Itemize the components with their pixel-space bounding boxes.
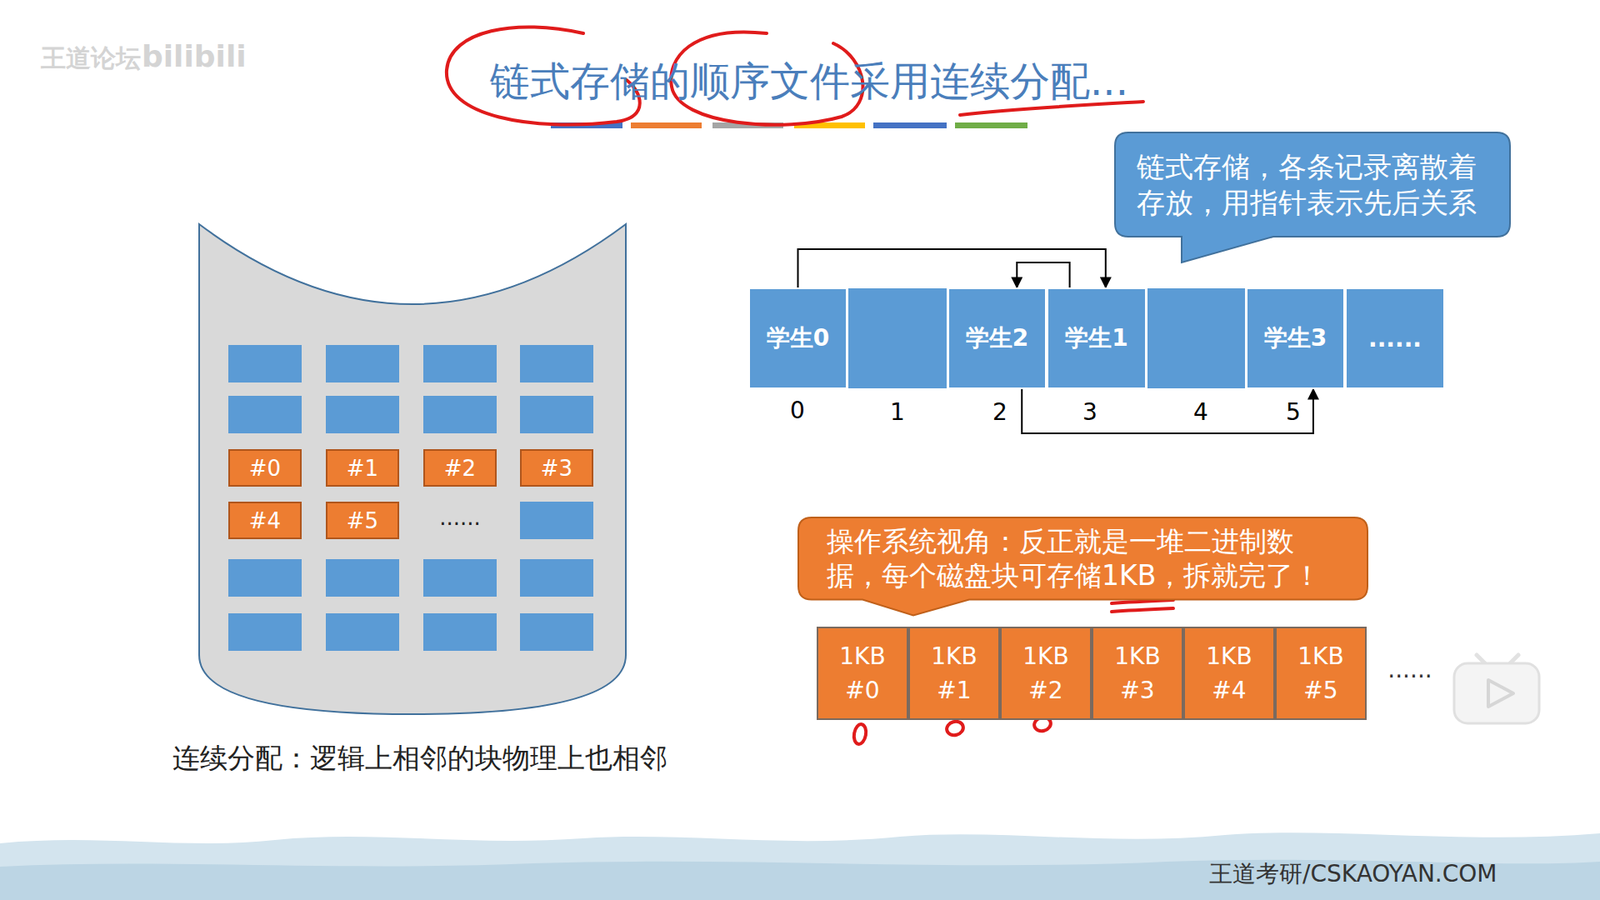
block-label: #4 — [249, 508, 281, 534]
block-label: 1KB — [839, 642, 885, 670]
callout-shape — [1115, 132, 1510, 237]
callout-outline — [798, 517, 1368, 616]
block-label: 1KB — [1205, 642, 1252, 670]
bottom-wave — [0, 860, 1600, 900]
block-index: 3 — [1082, 398, 1098, 427]
record-cell: ...... — [1345, 287, 1445, 390]
block-label: #2 — [444, 455, 476, 481]
disk-block — [228, 613, 302, 651]
red-underline — [1111, 608, 1174, 612]
title-bar — [630, 122, 702, 129]
disk-block: #1 — [325, 449, 400, 487]
title-bar — [955, 122, 1028, 129]
callout-bubble: 操作系统视角：反正就是一堆二进制数据，每个磁盘块可存储1KB，拆就完了！ — [798, 517, 1368, 600]
record-cell: 学生3 — [1245, 287, 1345, 390]
disk-block: #0 — [228, 449, 302, 487]
block-label: 1KB — [1114, 642, 1160, 670]
disk-block — [325, 345, 400, 383]
block-label: 1KB — [1297, 642, 1344, 670]
disk-block — [325, 613, 400, 651]
disk-block — [228, 395, 302, 434]
record-cell: 学生2 — [947, 287, 1047, 390]
empty-cell — [847, 287, 948, 390]
disk-block: #3 — [520, 449, 594, 487]
watermark: 王道考研/CSKAOYAN.COM — [1209, 860, 1497, 889]
block-label: #0 — [249, 455, 281, 481]
block-label: #0 — [845, 676, 880, 705]
record-cell: 学生1 — [1046, 287, 1147, 390]
block-label: #4 — [1211, 676, 1246, 705]
storage-block: 1KB#2 — [1000, 626, 1092, 720]
empty-cell — [1146, 287, 1246, 390]
disk-block — [520, 613, 594, 651]
disk-block — [325, 559, 400, 597]
disk-block — [520, 345, 594, 383]
slide-title: 链式存储的顺序文件采用连续分配... — [490, 57, 1129, 106]
block-label: 学生3 — [1264, 322, 1327, 355]
disk-block — [423, 613, 497, 651]
storage-block: 1KB#3 — [1091, 626, 1184, 720]
pointer-arrow — [1016, 262, 1070, 288]
storage-block: 1KB#4 — [1183, 626, 1275, 720]
block-index: 2 — [992, 398, 1008, 427]
block-label: #1 — [936, 676, 971, 705]
storage-block: 1KB#5 — [1275, 626, 1367, 720]
block-label: #3 — [540, 455, 573, 481]
block-index: 5 — [1285, 398, 1301, 427]
red-mark — [852, 723, 868, 745]
play-icon-triangle — [1488, 680, 1514, 707]
block-label: 学生0 — [766, 322, 830, 355]
block-label: #2 — [1028, 676, 1063, 705]
pointer-arrow — [798, 249, 1106, 288]
block-label: #3 — [1120, 676, 1155, 705]
storage-block: 1KB#0 — [816, 626, 909, 720]
ellipsis: ...... — [1387, 655, 1432, 685]
disk-block — [520, 559, 594, 597]
disk-blocks — [228, 345, 594, 651]
disk-block — [423, 345, 497, 383]
red-underline — [1111, 600, 1174, 604]
disk-block — [423, 559, 497, 597]
callout-bubble: 链式存储，各条记录离散着存放，用指针表示先后关系 — [1115, 132, 1510, 237]
block-index: 0 — [790, 396, 805, 425]
disk-block — [228, 345, 302, 383]
caption: 连续分配：逻辑上相邻的块物理上也相邻 — [172, 741, 668, 775]
disk-block — [423, 395, 497, 434]
watermark: 王道论坛 — [40, 43, 141, 74]
block-label: #1 — [346, 455, 379, 481]
play-icon-body — [1454, 663, 1540, 724]
disk-block: #4 — [228, 501, 302, 540]
pointer-arrow — [1021, 389, 1314, 434]
watermark: bilibili — [141, 38, 247, 75]
storage-block: 1KB#1 — [908, 626, 1000, 720]
disk-block — [228, 559, 302, 597]
disk-block — [520, 395, 594, 434]
block-label: #5 — [346, 508, 379, 534]
disk-block — [325, 395, 400, 434]
ellipsis: ...... — [439, 505, 481, 531]
record-cell: 学生0 — [748, 287, 848, 390]
block-index: 4 — [1193, 398, 1209, 427]
block-label: 学生2 — [965, 322, 1029, 355]
block-label: ...... — [1368, 325, 1422, 353]
bottom-wave — [0, 832, 1600, 900]
block-label: 学生1 — [1065, 322, 1128, 355]
block-label: #5 — [1303, 676, 1338, 705]
disk-block: #2 — [423, 449, 497, 487]
disk-block: #5 — [325, 501, 400, 540]
disk-block — [520, 501, 594, 540]
title-bar — [873, 122, 947, 129]
callout-text: 链式存储，各条记录离散着存放，用指针表示先后关系 — [1136, 149, 1489, 220]
callout-text: 操作系统视角：反正就是一堆二进制数据，每个磁盘块可存储1KB，拆就完了！ — [826, 524, 1340, 594]
block-label: 1KB — [1022, 642, 1069, 670]
block-index: 1 — [890, 398, 905, 427]
block-label: 1KB — [930, 642, 977, 670]
play-icon — [1454, 655, 1540, 724]
red-mark — [945, 720, 965, 738]
disk-cylinder — [199, 224, 626, 715]
callout-outline — [1115, 132, 1510, 263]
